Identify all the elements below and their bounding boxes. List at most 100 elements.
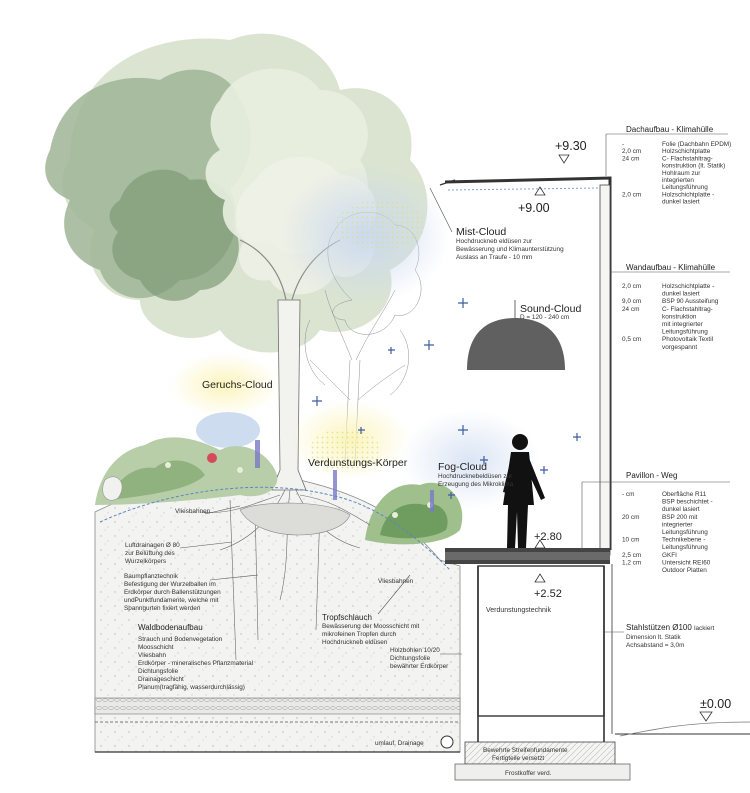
- wall-row-text-8: vorgespannt: [662, 344, 697, 351]
- wald-row-4: Dichtungsfolie: [138, 668, 179, 675]
- wald-row-1: Moosschicht: [138, 644, 174, 651]
- tropfschlauch-line-3: Hochdruckneb eldüsen: [322, 639, 388, 646]
- pavillon-row-text-7: Leitungsführung: [662, 544, 708, 551]
- sound-cloud-title: Sound-Cloud: [520, 303, 581, 315]
- blue-blob: [196, 412, 260, 448]
- roof-row-text-8: dunkel lasiert: [662, 199, 700, 206]
- roof-rows: - Folie (Dachbahn EPDM) 2,0 cm Holzschichtp…: [622, 141, 731, 206]
- baumpflanz-line-2: Befestigung der Wurzelballen im: [124, 581, 216, 588]
- roof-title: Dachaufbau - Klimahülle: [626, 125, 714, 134]
- pavillon-row-text-6: Technikebene -: [662, 537, 705, 544]
- wall-row-text-7: Photovoltaik Textil: [662, 336, 713, 343]
- stahl-line-1: Dimension lt. Statik: [626, 634, 681, 641]
- pavillon-row-size-6: 10 cm: [622, 537, 639, 544]
- terrain-right: [619, 721, 750, 737]
- geruch-cloud-title: Geruchs-Cloud: [202, 379, 273, 391]
- pavillon-title: Pavillon - Weg: [626, 471, 677, 480]
- holzbohlen-line-1: Holzbohlen 10/20: [390, 647, 440, 654]
- drainage-pipe: [440, 735, 454, 749]
- roof-row-size-7: 2,0 cm: [622, 191, 641, 198]
- wall-row-text-4: konstruktion: [662, 313, 697, 320]
- roof-row-text-2: C- Flachstahltrag-: [662, 155, 713, 162]
- root-ball: [239, 502, 351, 536]
- wall-row-text-0: Holzschichtplatte -: [662, 283, 714, 290]
- pavillon-row-size-3: 20 cm: [622, 514, 639, 521]
- fog-cloud-line-2: Erzeugung des Mikroklima: [438, 481, 514, 488]
- wall-title: Wandaufbau - Klimahülle: [626, 263, 716, 272]
- level-ground: ±0.00: [700, 697, 731, 711]
- pavillon-row-text-10: Outdoor Platten: [662, 567, 707, 574]
- holzbohlen-line-2: Dichtungsfolie: [390, 655, 431, 662]
- roof-row-size-0: -: [622, 141, 624, 148]
- gravel-layer: [94, 697, 461, 715]
- roof-row-text-7: Holzschichtplatte -: [662, 191, 714, 198]
- pavillon-row-size-8: 2,5 cm: [622, 552, 641, 559]
- drip-line: [99, 486, 451, 571]
- roof-row-text-6: Leitungsführung: [662, 184, 708, 191]
- mist-cloud-line-2: Bewässerung und Klimaunterstützung: [456, 246, 564, 253]
- wald-rows: Strauch und BodenvegetationMoosschichtVl…: [138, 636, 253, 691]
- geruch-glow: [170, 353, 280, 417]
- wall-rows: 2,0 cm Holzschichtplatte -dunkel lasiert 9…: [622, 283, 719, 351]
- verdunstung-title: Verdunstungs-Körper: [308, 457, 408, 469]
- wall-row-size-0: 2,0 cm: [622, 283, 641, 290]
- wall-row-size-2: 9,0 cm: [622, 298, 641, 305]
- level-roof-inner: +9.00: [518, 201, 550, 215]
- wall-row-text-3: C- Flachstahltrag-: [662, 306, 713, 313]
- roof-row-text-0: Folie (Dachbahn EPDM): [662, 141, 731, 148]
- roof-row-text-5: integrierten: [662, 177, 694, 184]
- wall-row-text-6: Leitungsführung: [662, 329, 708, 336]
- tropfschlauch-line-2: mikrofeinen Tropfen durch: [322, 631, 397, 638]
- tropfschlauch-line-1: Bewässerung der Moosschicht mit: [322, 623, 420, 630]
- sparkles: [312, 298, 581, 499]
- roof-row-size-1: 2,0 cm: [622, 148, 641, 155]
- stahl-title-suffix: lackiert: [694, 625, 714, 632]
- luftdrainage-leader: [179, 541, 233, 549]
- wall-row-size-3: 24 cm: [622, 306, 639, 313]
- pavillon-row-text-8: GKFI: [662, 552, 677, 559]
- pavillon-row-text-9: Untersicht REI60: [662, 559, 711, 566]
- pavillon-row-size-9: 1,2 cm: [622, 559, 641, 566]
- luftdrainage-line-3: Wurzelkörpers: [125, 558, 166, 565]
- wald-title: Waldbodenaufbau: [138, 623, 203, 632]
- wall-row-size-7: 0,5 cm: [622, 336, 641, 343]
- luftdrainage-line-2: zur Belüftung des: [125, 550, 175, 557]
- frost-block: [454, 763, 631, 781]
- roof-row-text-3: konstruktion (lt. Statik): [662, 163, 725, 170]
- dots-cloud-1: [335, 200, 425, 250]
- mist-cloud-line-3: Auslass an Traufe - 10 mm: [456, 254, 532, 261]
- vliesbahnen-left: Vliesbahnen: [175, 508, 211, 515]
- luftdrainage-line-1: Luftdrainagen Ø 80: [125, 542, 180, 549]
- baumpflanz-leader: [209, 574, 259, 581]
- dots-cloud-2: [310, 428, 380, 472]
- level-roof-top: +9.30: [555, 139, 587, 153]
- pavillon-row-text-0: Oberfläche R11: [662, 491, 707, 498]
- pavillon-row-size-0: - cm: [622, 491, 634, 498]
- level-floor-top: +2.80: [534, 531, 562, 543]
- vliesbahnen-left-leader: [204, 505, 241, 515]
- roof-row-text-4: Hohlraum zur: [662, 170, 701, 177]
- person-silhouette: [503, 434, 545, 548]
- fundament-line-2: Fertigteile versetzt: [492, 755, 544, 762]
- frost-label: Frostkoffer verd.: [505, 770, 552, 777]
- vliesbahnen-right: Vliesbahnen: [378, 578, 414, 585]
- pavillon-row-text-4: integrierter: [662, 521, 693, 528]
- holzbohlen-line-3: bewährter Erdkörper: [390, 663, 449, 670]
- pavillon-row-text-1: BSP beschichtet -: [662, 499, 713, 506]
- verdunstungstechnik-label: Verdunstungstechnik: [486, 607, 551, 614]
- level-markers: [534, 154, 713, 722]
- fundament-line-1: Bewehrte Streifenfundamente: [483, 747, 568, 754]
- mist-cloud-title: Mist-Cloud: [456, 226, 506, 238]
- tropfschlauch-title: Tropfschlauch: [322, 613, 372, 622]
- wald-row-6: Planum(tragfähig, wasserdurchlässig): [138, 684, 245, 691]
- wald-row-5: Drainageschicht: [138, 676, 184, 683]
- baumpflanz-line-4: undPunktfundamente, welche mit: [124, 597, 219, 604]
- stahl-title-main: Stahlstützen Ø100: [626, 623, 692, 632]
- roof-row-size-2: 24 cm: [622, 155, 639, 162]
- stahl-line-2: Achsabstand = 3,0m: [626, 642, 684, 649]
- level-floor-under: +2.52: [534, 588, 562, 600]
- wall-row-text-1: dunkel lasiert: [662, 291, 700, 298]
- pavilion: [439, 176, 613, 742]
